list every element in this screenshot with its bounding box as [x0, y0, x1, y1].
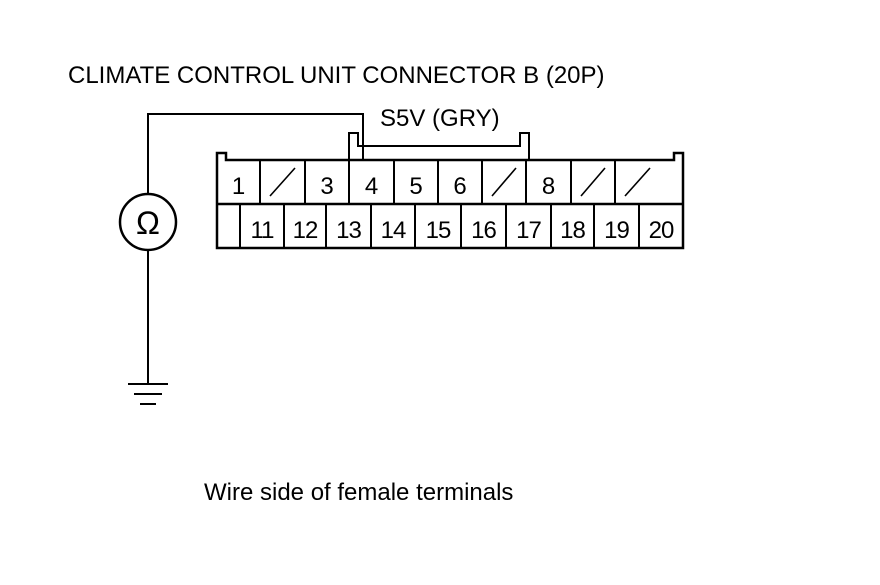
caption: Wire side of female terminals — [204, 479, 513, 506]
unused-terminal-slash — [624, 167, 651, 197]
probe-wire — [147, 113, 364, 194]
terminal-label: 14 — [381, 217, 406, 244]
terminal-label: 6 — [453, 173, 466, 200]
terminal-label: 1 — [232, 173, 245, 200]
unused-terminal-slash — [491, 167, 517, 197]
ohm-symbol: Ω — [136, 205, 160, 241]
terminal-label: 16 — [471, 217, 496, 244]
terminal-label: 18 — [560, 217, 585, 244]
terminal-label: 8 — [542, 173, 555, 200]
ground-icon — [128, 383, 168, 405]
diagram-title: CLIMATE CONTROL UNIT CONNECTOR B (20P) — [68, 62, 605, 89]
terminal-label: 4 — [365, 173, 378, 200]
connector-body — [215, 151, 685, 250]
unused-terminal-slash — [580, 167, 606, 197]
wire-label: S5V (GRY) — [380, 105, 500, 132]
terminal-label: 12 — [293, 217, 318, 244]
terminal-label: 3 — [320, 173, 333, 200]
terminal-label: 20 — [649, 217, 674, 244]
terminal-label: 5 — [409, 173, 422, 200]
terminal-label: 19 — [604, 217, 629, 244]
unused-terminal-slash — [269, 167, 296, 197]
connector-lock-tab — [348, 132, 530, 160]
terminal-label: 11 — [251, 217, 275, 244]
terminal-label: 13 — [336, 217, 361, 244]
terminal-label: 17 — [516, 217, 541, 244]
terminal-label: 15 — [426, 217, 451, 244]
